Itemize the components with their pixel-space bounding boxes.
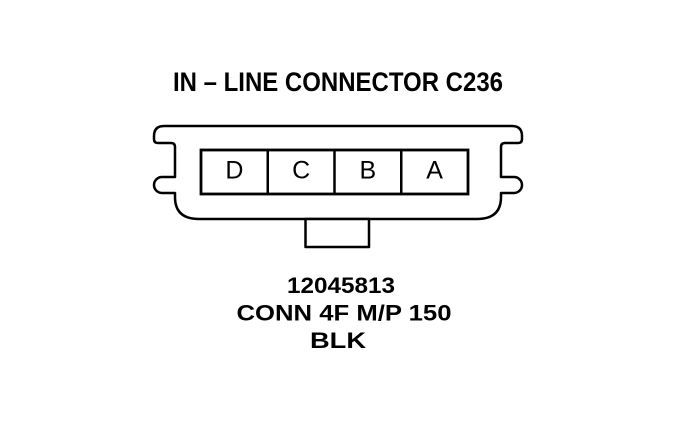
part-description: CONN 4F M/P 150 — [237, 301, 452, 326]
pin-label-b: B — [360, 157, 377, 185]
pin-label-d: D — [225, 157, 243, 185]
diagram-title: IN – LINE CONNECTOR C236 — [173, 67, 503, 97]
pin-label-c: C — [292, 157, 310, 185]
part-number: 12045813 — [287, 273, 395, 298]
part-color-code: BLK — [310, 328, 366, 353]
pin-label-a: A — [426, 157, 443, 185]
connector-index-tab — [304, 217, 371, 249]
